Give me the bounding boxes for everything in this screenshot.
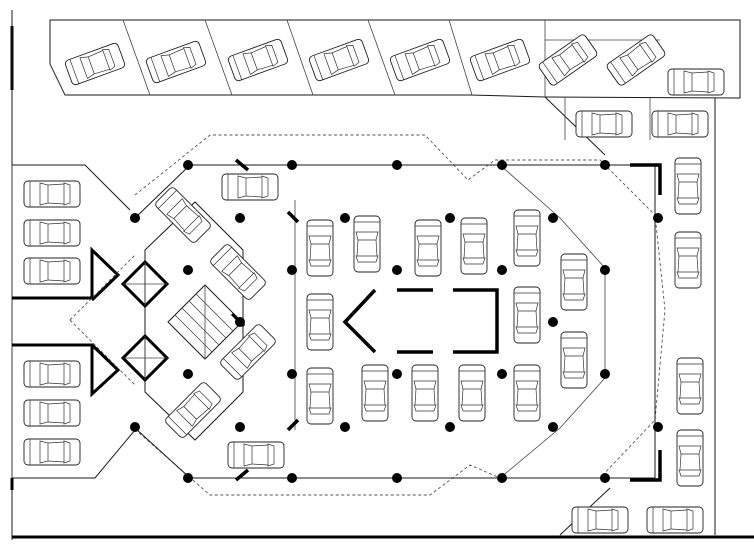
car	[561, 254, 587, 310]
central-island	[342, 288, 499, 354]
car	[226, 37, 290, 83]
structural-outline	[134, 164, 660, 479]
car	[415, 220, 441, 276]
car	[23, 360, 81, 388]
car	[307, 220, 333, 276]
car	[23, 180, 81, 208]
car	[571, 506, 629, 534]
car	[307, 37, 371, 83]
car	[675, 158, 701, 214]
staircase	[167, 284, 246, 360]
car	[218, 322, 278, 382]
car	[468, 37, 532, 83]
car	[561, 332, 587, 388]
car	[23, 438, 81, 466]
car	[412, 365, 438, 421]
site-boundary	[10, 10, 754, 540]
top-parking-strip	[49, 19, 741, 99]
car	[677, 358, 703, 414]
car	[23, 257, 81, 285]
car	[646, 506, 704, 534]
car	[221, 173, 279, 201]
car	[163, 380, 223, 440]
car	[677, 430, 703, 486]
car	[362, 365, 388, 421]
slab-edge-dashed	[69, 134, 666, 496]
car	[675, 232, 701, 288]
car	[153, 185, 213, 245]
lower-shaft	[120, 333, 170, 383]
car	[537, 32, 599, 88]
car	[23, 399, 81, 427]
car	[605, 32, 667, 88]
car	[208, 242, 268, 302]
car	[63, 41, 127, 87]
structural-columns	[130, 160, 663, 483]
car	[144, 39, 208, 85]
left-ramp	[11, 164, 136, 479]
upper-shaft	[120, 259, 170, 309]
car	[514, 210, 540, 266]
car	[459, 365, 485, 421]
stair-core	[120, 201, 246, 441]
car	[575, 110, 633, 138]
car	[651, 110, 709, 138]
right-boundary	[544, 96, 716, 536]
entry-arrow-lower	[12, 343, 121, 398]
heavy-walls	[234, 158, 662, 482]
car	[23, 219, 81, 247]
car	[388, 37, 452, 83]
car	[307, 368, 333, 424]
car	[667, 68, 725, 96]
angled-stall-dividers	[49, 19, 473, 96]
car	[227, 441, 285, 469]
car	[514, 365, 540, 421]
entry-arrow-upper	[12, 246, 121, 302]
car	[514, 287, 540, 343]
car	[354, 216, 380, 272]
car	[307, 294, 333, 350]
car	[461, 218, 487, 274]
